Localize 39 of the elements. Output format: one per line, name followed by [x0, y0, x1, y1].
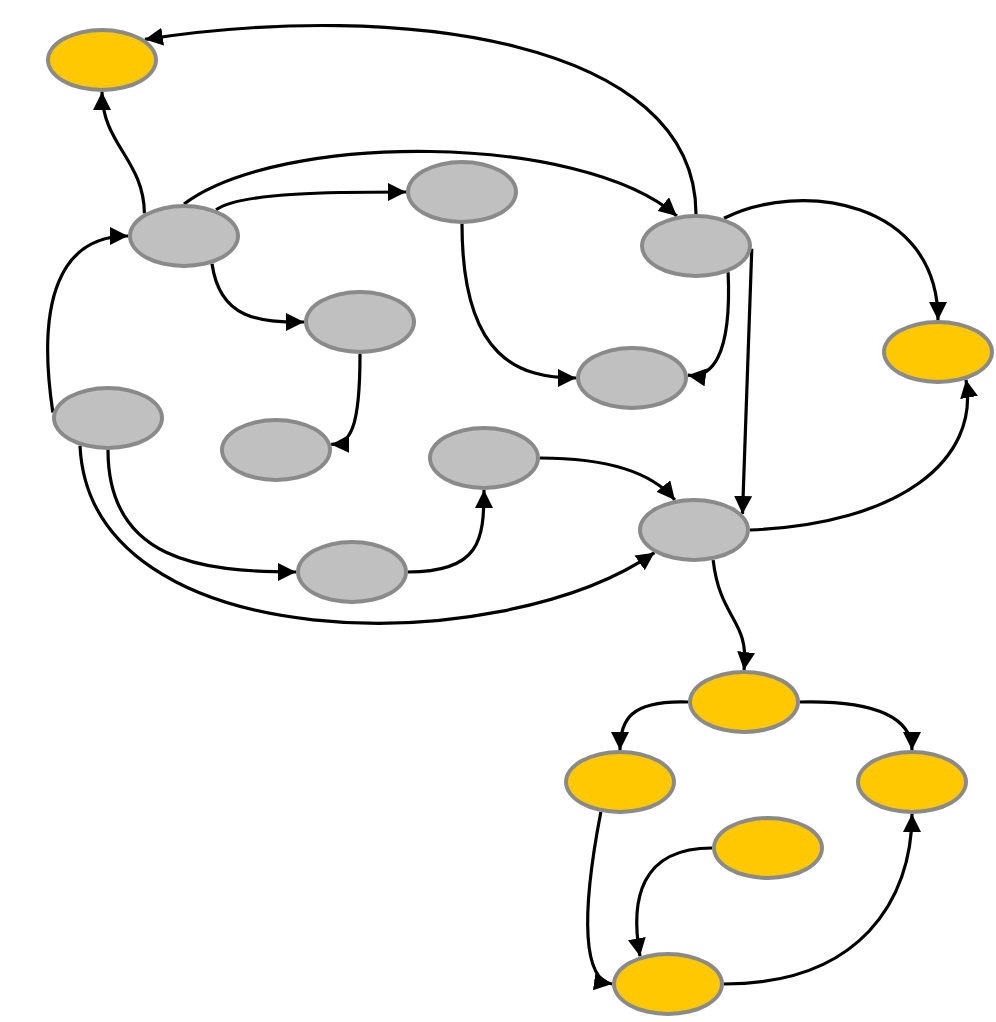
ellipse-node [856, 750, 968, 814]
arrow [331, 354, 362, 452]
ellipse-node [406, 160, 518, 224]
ellipse-node [296, 540, 408, 604]
ellipse-node [428, 426, 540, 490]
arrow [460, 223, 577, 387]
arrow [407, 490, 493, 574]
arrow [210, 263, 304, 331]
arrow [78, 445, 656, 625]
arrow [687, 272, 731, 385]
ellipse-node [612, 952, 724, 1016]
arrow [94, 91, 146, 214]
arrow [711, 559, 755, 671]
ellipse-node [638, 498, 750, 562]
ellipse-node [46, 28, 158, 92]
ellipse-node [128, 204, 240, 268]
arrow [183, 149, 678, 218]
arrow [734, 248, 754, 515]
arrow [215, 183, 406, 212]
ellipse-node [576, 346, 688, 410]
ellipse-node [712, 816, 824, 880]
ellipse-node [220, 418, 332, 482]
ellipse-node [564, 750, 676, 814]
arrow [106, 449, 297, 581]
arrow [723, 199, 946, 321]
ellipse-node [52, 386, 164, 450]
arrow [611, 700, 688, 751]
ellipse-node [640, 214, 752, 278]
arrow [144, 24, 698, 215]
arrow [628, 846, 713, 957]
arrow [749, 379, 977, 532]
arrow [586, 811, 613, 987]
arrow [800, 700, 920, 751]
ellipse-node [688, 670, 800, 734]
arrow [46, 228, 129, 413]
arrow [539, 456, 676, 502]
ellipse-node [882, 320, 994, 384]
arrow [723, 813, 921, 986]
ellipse-node [304, 290, 416, 354]
